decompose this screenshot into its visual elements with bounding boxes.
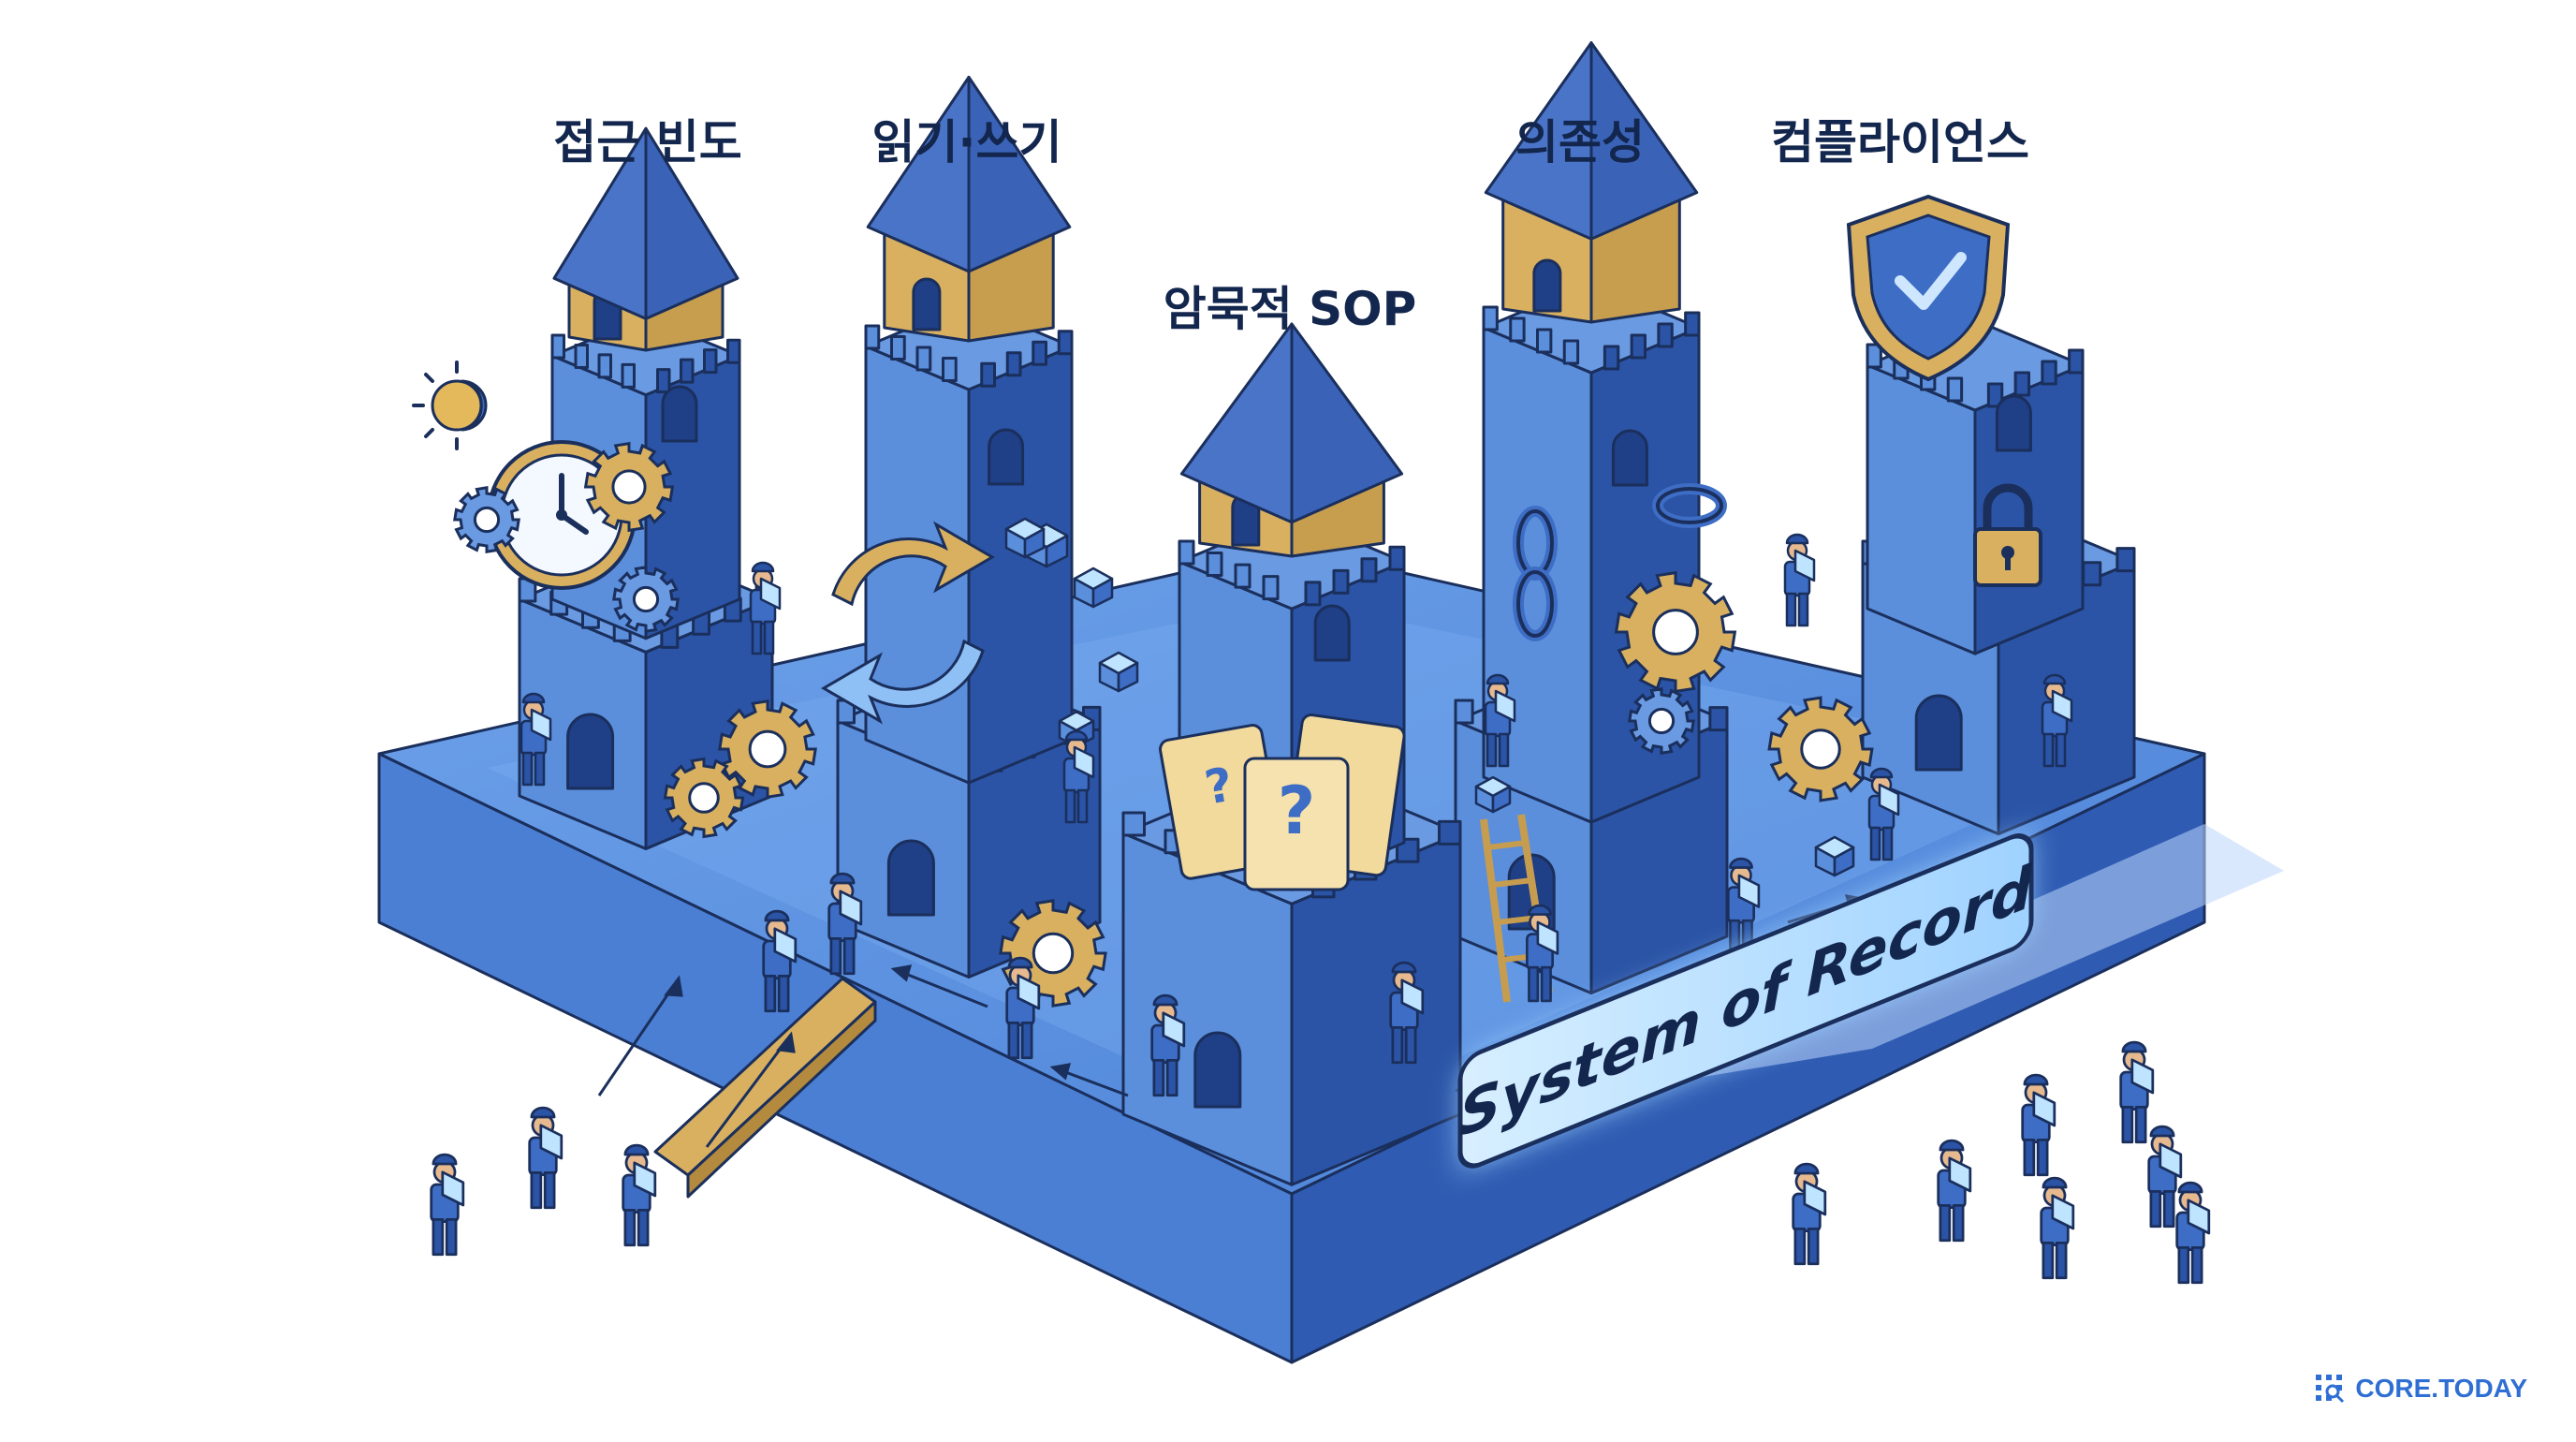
data-cube-icon (1098, 651, 1139, 693)
worker-figure (1062, 729, 1095, 824)
tower-compliance (1866, 318, 2085, 655)
data-cubes (1004, 517, 1855, 877)
padlock-icon (1973, 483, 2042, 587)
worker-figure (1727, 857, 1761, 956)
worker-figure (1867, 767, 1900, 861)
workers (430, 533, 2211, 1285)
brand-logo: CORE.TODAY (2314, 1373, 2527, 1405)
worker-figure (2119, 1040, 2155, 1144)
worker-figure (430, 1153, 465, 1257)
label-access-frequency: 접근 빈도 (553, 115, 742, 169)
worker-figure (1484, 673, 1516, 768)
worker-figure (1937, 1139, 1972, 1243)
gear-icon (1628, 687, 1695, 755)
worker-figure (1005, 956, 1041, 1060)
chain-link-icon (1513, 483, 1727, 641)
worker-figure (2041, 673, 2073, 768)
tower-read-write (864, 75, 1074, 785)
brand-name: CORE.TODAY (2355, 1374, 2527, 1403)
worker-figure (827, 872, 863, 976)
worker-figure (1150, 993, 1186, 1097)
gear-icon (663, 757, 745, 839)
worker-figure (1526, 904, 1559, 1003)
worker-figure (2040, 1176, 2075, 1280)
gear-icon (1767, 696, 1874, 802)
data-cube-icon (1073, 566, 1114, 609)
gear-icon (718, 699, 817, 799)
worker-figure (1783, 533, 1816, 627)
worker-figure (1389, 961, 1425, 1065)
sync-arrows-icon (821, 521, 995, 725)
worker-figure (1792, 1162, 1827, 1266)
worker-figure (2021, 1073, 2056, 1177)
label-compliance: 컴플라이언스 (1771, 115, 2029, 169)
data-cube-icon (1814, 835, 1855, 877)
sun-moon-icon (412, 360, 488, 450)
shield-check-icon (1846, 194, 2011, 382)
data-cube-icon (1058, 710, 1095, 748)
data-cube-icon (1004, 517, 1046, 559)
svg-text:?: ? (1278, 772, 1316, 849)
worker-figure (2175, 1181, 2211, 1285)
worker-figure (2147, 1125, 2183, 1229)
ramp (653, 977, 877, 1199)
worker-figure (520, 692, 552, 787)
label-dependency: 의존성 (1515, 115, 1645, 169)
gear-icon (453, 486, 520, 553)
worker-figure (622, 1143, 657, 1247)
gear-icon (1614, 570, 1737, 694)
brand-grid-icon (2314, 1373, 2346, 1405)
data-cube-icon (1474, 775, 1512, 814)
scroll-question-icon: ? ? (1159, 714, 1406, 891)
label-implicit-sop: 암묵적 SOP (1163, 282, 1417, 336)
gear-icon (612, 566, 680, 633)
worker-figure (762, 909, 798, 1013)
worker-figure (749, 561, 782, 655)
gear-icon (583, 441, 675, 533)
worker-figure (528, 1106, 564, 1210)
label-read-write: 읽기·쓰기 (871, 115, 1062, 169)
